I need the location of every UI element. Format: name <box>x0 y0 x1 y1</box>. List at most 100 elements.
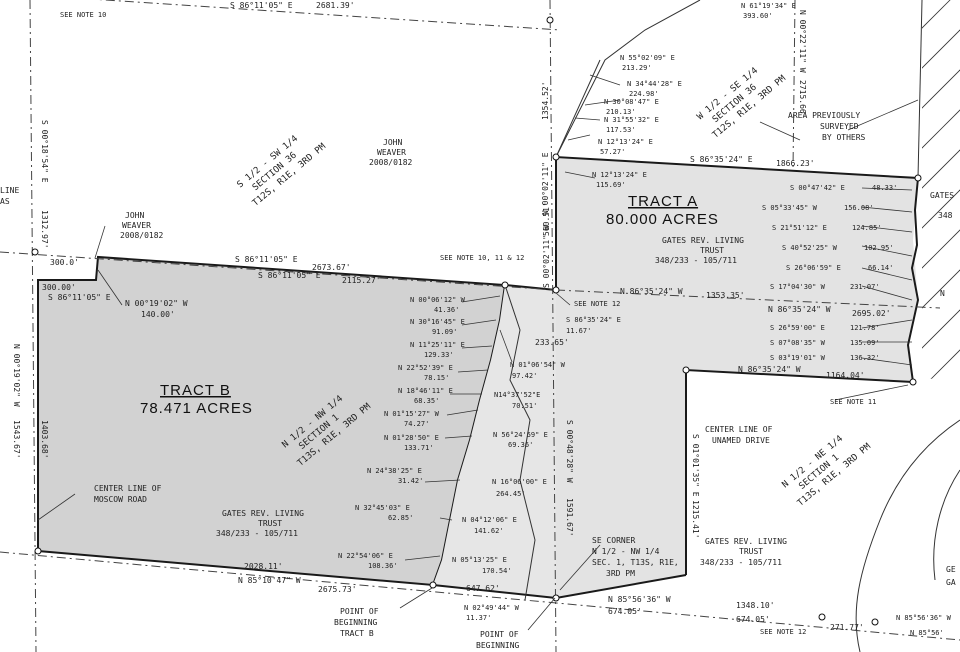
right-vertical-line <box>917 0 923 179</box>
quarter-s-sw: S 1/2 - SW 1/4 SECTION 36 T12S, R1E, 3RD… <box>236 134 329 209</box>
svg-text:TRUST: TRUST <box>258 519 282 528</box>
tract-a-vertical-distance: 560.51' <box>542 202 551 236</box>
point-of-beginning-tract-b: POINT OF BEGINNING TRACT B <box>334 607 379 638</box>
ge-fragment: GE <box>946 565 956 574</box>
svg-text:CENTER LINE OF: CENTER LINE OF <box>94 484 162 493</box>
svg-text:UNAMED DRIVE: UNAMED DRIVE <box>712 436 770 445</box>
svg-text:SEC. 1, T13S, R1E,: SEC. 1, T13S, R1E, <box>592 558 679 567</box>
svg-text:62.85': 62.85' <box>388 514 413 522</box>
svg-text:N 02°49'44" W: N 02°49'44" W <box>464 604 520 612</box>
svg-text:N 00°06'12" W: N 00°06'12" W <box>410 296 466 304</box>
corner-point <box>31 248 39 256</box>
corner-point <box>909 378 917 386</box>
svg-text:117.53': 117.53' <box>606 126 636 134</box>
svg-text:264.45': 264.45' <box>496 490 526 498</box>
right-vertical-distance: 2715.66' <box>798 80 807 119</box>
east-calls: S 00°47'42" E 48.33' S 05°33'45" W 156.0… <box>762 184 897 362</box>
svg-text:N 30°08'47" E: N 30°08'47" E <box>604 98 659 106</box>
svg-text:S 07°08'35" W: S 07°08'35" W <box>770 339 826 347</box>
svg-text:66.14': 66.14' <box>868 264 893 272</box>
svg-text:N 16°06'00" E: N 16°06'00" E <box>492 478 547 486</box>
inner-s86-distance: 1164.04' <box>826 371 865 380</box>
svg-text:S 00°47'42" E: S 00°47'42" E <box>790 184 845 192</box>
svg-text:N 61°19'34" E: N 61°19'34" E <box>741 2 796 10</box>
unnamed-drive-curve <box>855 419 960 652</box>
svg-text:N 22°54'06" E: N 22°54'06" E <box>338 552 393 560</box>
dashed-bottom <box>0 551 960 641</box>
owner-weaver-center: JOHN WEAVER 2008/0182 <box>369 138 413 167</box>
svg-text:S 26°06'59" E: S 26°06'59" E <box>786 264 841 272</box>
n85-bottom-bearing: N 85°56'36" W <box>608 595 671 604</box>
svg-text:348/233 - 105/711: 348/233 - 105/711 <box>700 558 782 567</box>
ne-calls: N 55°02'09" E 213.29' N 34°44'28" E 224.… <box>592 54 682 189</box>
road-curve-b <box>555 0 701 158</box>
tract-a-owner: GATES REV. LIVING TRUST 348/233 - 105/71… <box>655 236 744 265</box>
tract-b-top-distance: 2673.67' <box>312 263 351 272</box>
svg-text:N 11°25'11" E: N 11°25'11" E <box>410 341 465 349</box>
ga-fragment: GA <box>946 578 956 587</box>
svg-text:135.09': 135.09' <box>850 339 880 347</box>
svg-text:N 55°02'09" E: N 55°02'09" E <box>620 54 675 62</box>
svg-text:N 34°44'28" E: N 34°44'28" E <box>627 80 682 88</box>
bottom-inner-distance: 2028.11' <box>244 562 283 571</box>
corner-point <box>34 547 42 555</box>
tract-a-area <box>556 157 918 598</box>
svg-text:57.27': 57.27' <box>600 148 625 156</box>
road-curve-a <box>555 59 601 158</box>
se-corner-label: SE CORNER N 1/2 - NW 1/4 SEC. 1, T13S, R… <box>592 536 679 578</box>
svg-text:N 31°55'32" E: N 31°55'32" E <box>604 116 659 124</box>
svg-text:BEGINNING: BEGINNING <box>334 618 378 627</box>
s86-mid-bearing: S 86°35'24" E <box>566 316 621 324</box>
svg-text:SURVEYED: SURVEYED <box>820 122 859 131</box>
tract-b-inner-distance: 2115.27' <box>342 276 381 285</box>
gates-right-fragment: GATES <box>930 191 954 200</box>
dashed-right <box>792 0 796 171</box>
svg-text:N 01°28'50" E: N 01°28'50" E <box>384 434 439 442</box>
svg-text:41.36': 41.36' <box>434 306 459 314</box>
svg-text:102.95': 102.95' <box>864 244 894 252</box>
left-top-distance: 1312.97' <box>40 210 49 249</box>
area-previously-surveyed: AREA PREVIOUSLY SURVEYED BY OTHERS <box>788 111 866 142</box>
svg-text:POINT OF: POINT OF <box>340 607 379 616</box>
n-fragment: N <box>940 289 945 298</box>
svg-text:BY OTHERS: BY OTHERS <box>822 133 866 142</box>
dist-300-b: 300.00' <box>42 283 76 292</box>
svg-text:GATES REV. LIVING: GATES REV. LIVING <box>222 509 304 518</box>
inner-boundary-left <box>504 284 536 601</box>
quarter-n-ne: N 1/2 - NE 1/4 SECTION 1 T13S, R1E, 3RD … <box>781 434 874 509</box>
svg-text:48.33': 48.33' <box>872 184 897 192</box>
svg-text:S 40°52'25" W: S 40°52'25" W <box>782 244 838 252</box>
corner-point <box>818 613 826 621</box>
tract-a-top-distance: 1866.23' <box>776 159 815 168</box>
svg-text:N 22°52'39" E: N 22°52'39" E <box>398 364 453 372</box>
svg-text:WEAVER: WEAVER <box>122 221 151 230</box>
n85-bottom-distance: 674.05' <box>608 607 642 616</box>
corner-point <box>914 174 922 182</box>
svg-text:108.36': 108.36' <box>368 562 398 570</box>
svg-text:JOHN: JOHN <box>383 138 402 147</box>
corner-point <box>552 153 560 161</box>
dist-1348: 1348.10' <box>736 601 775 610</box>
svg-text:124.85': 124.85' <box>852 224 882 232</box>
svg-text:JOHN: JOHN <box>125 211 144 220</box>
svg-text:348/233 - 105/711: 348/233 - 105/711 <box>216 529 298 538</box>
n02-call: N 02°49'44" W 11.37' <box>464 604 520 622</box>
corner-point <box>501 281 509 289</box>
inner-s86-bearing: N 86°35'24" W <box>738 365 801 374</box>
tract-a-top-bearing: S 86°35'24" E <box>690 155 753 164</box>
tract-a-boundary <box>555 155 920 383</box>
svg-text:SE CORNER: SE CORNER <box>592 536 636 545</box>
see-note-10-11-12: SEE NOTE 10, 11 & 12 <box>440 254 524 262</box>
n85-right-bearing-2: N 85°56' <box>910 629 944 637</box>
svg-text:N14°37'52"E: N14°37'52"E <box>494 391 540 399</box>
n86-right-distance: 2695.02' <box>852 309 891 318</box>
348-right-fragment: 348 <box>938 211 953 220</box>
svg-text:210.13': 210.13' <box>606 108 636 116</box>
left-inner-distance: 1403.68' <box>40 420 49 459</box>
svg-text:N 30°16'45" E: N 30°16'45" E <box>410 318 465 326</box>
dist-233: 233.65' <box>535 338 569 347</box>
tract-a-bottom-line <box>504 284 557 291</box>
dashed-top <box>98 0 561 31</box>
tract-b-acres: 78.471 ACRES <box>140 400 253 417</box>
svg-text:GATES REV. LIVING: GATES REV. LIVING <box>705 537 787 546</box>
